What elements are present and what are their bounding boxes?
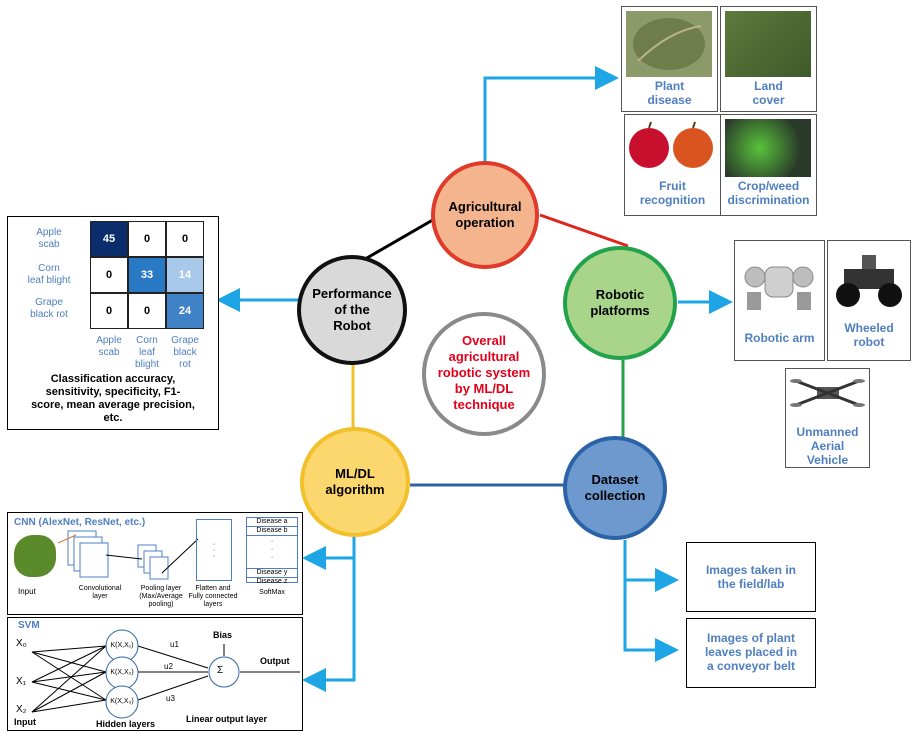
robot-arm-image xyxy=(744,266,814,310)
node-dataset-circle xyxy=(563,436,667,540)
robotic-arm-panel: Robotic arm xyxy=(734,240,825,361)
svm-u2: u2 xyxy=(164,662,173,671)
cm-cell-1-2: 14 xyxy=(166,257,204,293)
svm-bias: Bias xyxy=(213,630,233,640)
svm-input-label: Input xyxy=(14,717,36,727)
cnn-input-label: Input xyxy=(18,587,36,596)
svm-u3: u3 xyxy=(166,694,175,703)
cnn-input-leaf xyxy=(14,535,56,577)
cm-cell-1-1: 33 xyxy=(128,257,166,293)
svm-title: SVM xyxy=(18,620,40,631)
svm-output: Output xyxy=(260,656,290,666)
cnn-softmax-label: SoftMax xyxy=(259,589,285,596)
arrow-to-field-box xyxy=(623,540,679,592)
center-circle xyxy=(422,312,546,436)
node-mldl-circle xyxy=(300,427,410,537)
cm-cell-0-1: 0 xyxy=(128,221,166,257)
link-agri-robotic xyxy=(539,213,629,248)
cm-cell-0-2: 0 xyxy=(166,221,204,257)
node-agri-circle xyxy=(431,161,539,269)
cm-cell-2-1: 0 xyxy=(128,293,166,329)
crop-image xyxy=(725,119,811,177)
cm-cell-2-0: 0 xyxy=(90,293,128,329)
land-image xyxy=(725,11,811,77)
cm-cell-2-2: 24 xyxy=(166,293,204,329)
svm-panel: SVM X₀ X₁ X₂ K(X,X₁) K(X,X₂) K(X,X₃) u1 … xyxy=(7,617,303,731)
svm-network-graphic xyxy=(31,629,300,719)
apples-image xyxy=(629,121,713,168)
svm-x1: X₁ xyxy=(16,676,27,687)
svm-hidden-label: Hidden layers xyxy=(96,719,156,729)
leaf-image xyxy=(626,11,712,77)
node-robotic-circle xyxy=(563,246,677,360)
svm-u1: u1 xyxy=(170,640,179,649)
svm-k0: K(X,X₁) xyxy=(110,642,134,649)
cnn-softmax-layer: Disease a Disease b ··· Disease y Diseas… xyxy=(246,517,298,585)
arrow-to-agri-images xyxy=(483,66,619,162)
svm-linear-label: Linear output layer xyxy=(186,714,268,724)
svm-x0: X₀ xyxy=(16,638,27,649)
cnn-fc-layer: ··· xyxy=(196,519,232,581)
svm-sum: Σ xyxy=(217,665,224,676)
cnn-layers-graphic xyxy=(58,530,199,580)
cm-cell-0-0: 45 xyxy=(90,221,128,257)
arrow-to-cnn xyxy=(302,533,356,570)
svm-x2: X₂ xyxy=(16,704,27,715)
svm-k2: K(X,X₃) xyxy=(110,698,134,705)
wheeled-robot-image xyxy=(836,255,902,307)
svm-k1: K(X,X₂) xyxy=(110,669,134,676)
drone-image xyxy=(790,379,865,407)
cnn-panel: CNN (AlexNet, ResNet, etc.) Input Convol… xyxy=(7,512,303,615)
arrow-to-svm xyxy=(302,558,356,692)
node-perf-circle xyxy=(297,255,407,365)
metrics-caption: Classification accuracy,sensitivity, spe… xyxy=(31,373,195,424)
cm-cell-1-0: 0 xyxy=(90,257,128,293)
arrow-to-conveyor-box xyxy=(623,580,679,662)
cnn-title: CNN (AlexNet, ResNet, etc.) xyxy=(14,517,146,528)
